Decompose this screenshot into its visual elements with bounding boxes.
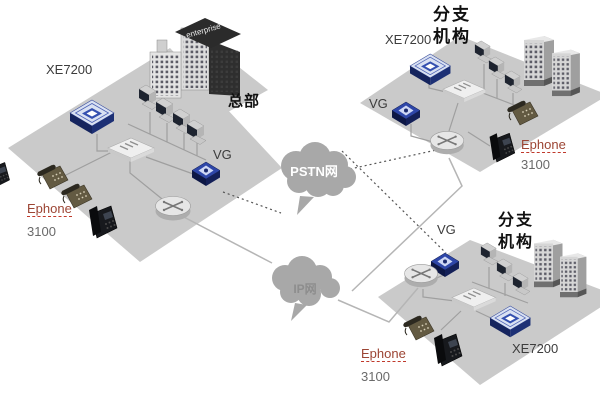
hq-router — [154, 195, 192, 222]
branch-top-vg-label: VG — [369, 96, 388, 111]
branch-bottom-name-line2: 机构 — [498, 234, 535, 251]
branch-bottom-ephone-text: Ephone — [361, 346, 406, 362]
branch-top-router — [429, 130, 465, 155]
hq-ephone-label: Ephone — [27, 201, 72, 217]
branch-top-ephone-model: 3100 — [521, 157, 550, 172]
branch-bottom-name-line1: 分支 — [498, 212, 535, 229]
branch-top-xe7200-label: XE7200 — [385, 32, 432, 47]
link-pstn-to-branch-top — [349, 148, 442, 170]
branch-bottom-ephone-label: Ephone — [361, 346, 406, 362]
branch-top-ephone-label: Ephone — [521, 137, 566, 153]
branch-top-site-name: 分支 机构 — [433, 4, 471, 48]
branch-top-building-2 — [552, 49, 580, 97]
branch-top-building-1 — [524, 36, 554, 86]
pstn-cloud-label: PSTN网 — [290, 164, 338, 179]
hq-lan-wiring — [63, 112, 207, 204]
branch-top-name-line2: 机构 — [433, 27, 471, 46]
branch-bottom-router — [403, 263, 439, 288]
hq-vg-label: VG — [213, 147, 232, 162]
branch-top-name-line1: 分支 — [433, 5, 471, 24]
pstn-links-dotted — [222, 148, 447, 254]
branch-bottom-ephone-model: 3100 — [361, 369, 390, 384]
ip-cloud — [272, 256, 340, 321]
link-branch-top-router-to-ip — [351, 157, 463, 292]
edge-phone-partial — [0, 161, 11, 189]
pstn-cloud — [281, 142, 356, 215]
branch-bottom-site-name: 分支 机构 — [498, 210, 534, 254]
link-pstn-to-branch-bottom — [341, 150, 447, 254]
link-hq-router-to-ip — [177, 213, 273, 264]
hq-ephone-text: Ephone — [27, 201, 72, 217]
hq-xe7200-label: XE7200 — [46, 62, 93, 77]
hq-site-name: 总部 — [228, 93, 261, 110]
branch-bottom-xe7200-label: XE7200 — [512, 341, 559, 356]
branch-top-ephone-text: Ephone — [521, 137, 566, 153]
link-ip-to-branch-bottom-router — [337, 287, 419, 323]
branch-bottom-building-1 — [534, 239, 563, 288]
ip-cloud-label: IP网 — [293, 282, 317, 296]
branch-bottom-vg-label: VG — [437, 222, 456, 237]
hq-enterprise-building: enterprise — [149, 18, 241, 99]
hq-ephone-model: 3100 — [27, 224, 56, 239]
ip-links-solid — [177, 157, 463, 323]
link-hq-vg-to-pstn — [222, 191, 282, 214]
branch-bottom-building-2 — [560, 253, 587, 298]
